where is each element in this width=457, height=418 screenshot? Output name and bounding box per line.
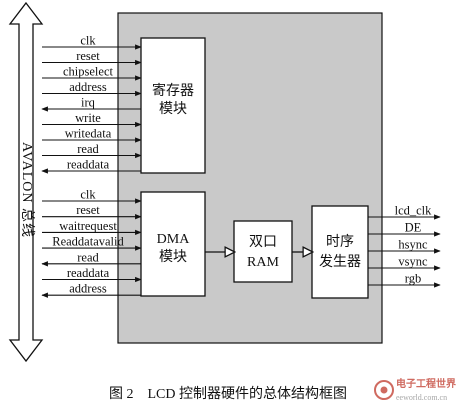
reg-signal-label-3: address (69, 80, 107, 94)
dma-module-label-2: 模块 (159, 249, 187, 265)
timing-generator-box (311, 205, 369, 299)
reg-signal-label-5: write (75, 111, 101, 125)
dma-module-label-1: DMA (157, 232, 191, 247)
dma-signal-label-0: clk (80, 188, 96, 202)
bus-label: AVALON 总线 (19, 142, 35, 238)
figure-caption: 图 2 LCD 控制器硬件的总体结构框图 (109, 386, 347, 402)
dual-port-ram-box (233, 220, 293, 283)
ram-label-2: RAM (247, 255, 279, 270)
svg-text:电子工程世界: 电子工程世界 (396, 377, 456, 390)
output-signal-label-3: vsync (398, 255, 428, 269)
register-module-label-2: 模块 (159, 101, 187, 117)
register-module-label-1: 寄存器 (152, 82, 194, 99)
output-signal-label-1: DE (405, 221, 422, 235)
reg-signal-label-4: irq (81, 96, 96, 110)
reg-signal-label-1: reset (76, 49, 100, 63)
dma-signal-label-6: address (69, 282, 107, 296)
ram-label-1: 双口 (249, 234, 277, 250)
dma-signal-label-4: read (77, 250, 99, 264)
reg-signal-label-0: clk (80, 34, 96, 48)
watermark-logo: 电子工程世界 eeworld.com.cn (374, 377, 456, 402)
reg-signal-label-8: readdata (67, 158, 110, 172)
svg-text:eeworld.com.cn: eeworld.com.cn (396, 393, 447, 402)
dma-signal-label-2: waitrequest (59, 219, 117, 233)
timing-label-2: 发生器 (319, 254, 361, 270)
avalon-bus-arrow (8, 1, 44, 363)
dma-signal-label-1: reset (76, 203, 100, 217)
output-signal-label-2: hsync (398, 238, 428, 252)
output-signal-label-0: lcd_clk (395, 204, 433, 218)
timing-label-1: 时序 (326, 234, 354, 250)
dma-signal-label-3: Readdatavalid (52, 235, 124, 249)
reg-signal-label-2: chipselect (63, 65, 114, 79)
reg-signal-label-6: writedata (65, 127, 112, 141)
output-signal-label-4: rgb (405, 272, 421, 286)
reg-signal-label-7: read (77, 142, 99, 156)
dma-module-box (140, 191, 206, 297)
register-module-box (140, 37, 206, 174)
dma-signal-label-5: readdata (67, 266, 110, 280)
